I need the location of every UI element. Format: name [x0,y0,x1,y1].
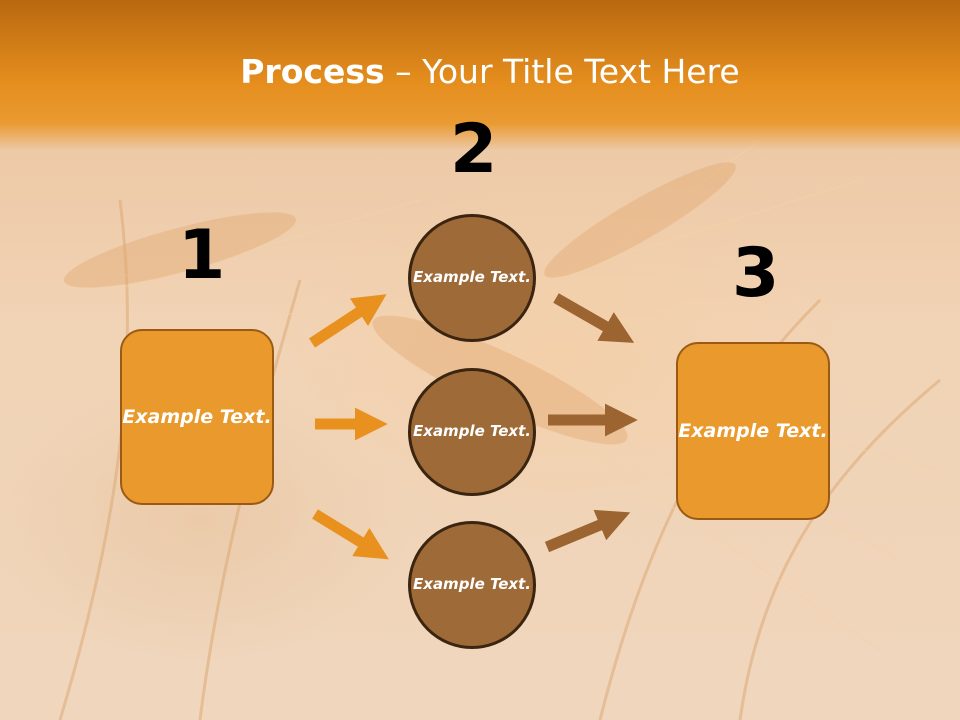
right-box-text: Example Text. [678,419,828,442]
page-title: Process – Your Title Text Here [0,52,960,91]
title-bold: Process [240,52,385,91]
arrow-right-up [544,509,631,553]
step-number-3: 3 [732,234,780,313]
header-band [0,0,960,150]
circle-bottom-text: Example Text. [413,575,531,594]
arrow-left-up [308,294,387,348]
step-number-2: 2 [450,110,498,189]
circle-middle: Example Text. [408,368,536,496]
title-rest: – Your Title Text Here [384,52,740,91]
arrow-right-down [553,293,635,343]
left-box: Example Text. [120,329,274,505]
step-number-1: 1 [178,216,226,295]
left-box-text: Example Text. [122,405,272,428]
circle-middle-text: Example Text. [413,422,531,441]
circle-top: Example Text. [408,214,536,342]
arrow-left-down [312,509,389,560]
circle-bottom: Example Text. [408,521,536,649]
circle-top-text: Example Text. [413,268,531,287]
right-box: Example Text. [676,342,830,520]
